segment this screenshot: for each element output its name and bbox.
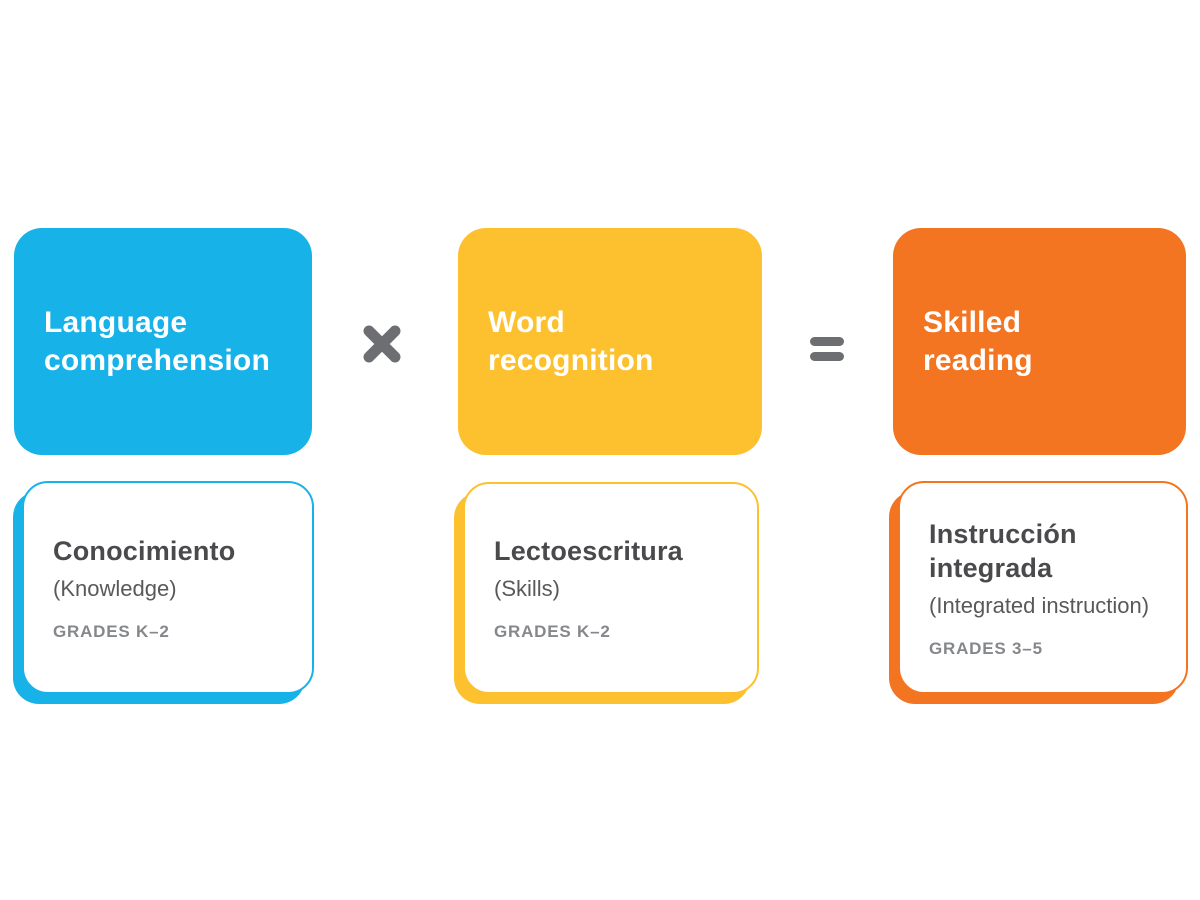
program-card-body: Conocimiento (Knowledge) GRADES K–2 [22, 481, 314, 694]
program-subtitle: (Skills) [494, 576, 560, 601]
program-card-lectoescritura: Lectoescritura (Skills) GRADES K–2 [454, 482, 759, 704]
multiply-operator [361, 323, 403, 365]
program-grades: GRADES K–2 [53, 621, 170, 641]
equation-card-word-recognition: Word recognition [458, 228, 762, 455]
program-subtitle: (Integrated instruction) [929, 592, 1150, 618]
equals-icon [810, 337, 844, 361]
equation-card-title: Word recognition [488, 305, 654, 377]
program-grades: GRADES K–2 [494, 622, 611, 641]
program-card-instruccion-integrada: Instrucción integrada (Integrated instru… [889, 481, 1188, 704]
multiply-icon [363, 325, 401, 363]
equation-card-title: Language comprehension [44, 305, 270, 377]
equation-card-skilled-reading: Skilled reading [893, 228, 1186, 455]
program-card-body: Instrucción integrada (Integrated instru… [898, 481, 1188, 694]
program-title: Instrucción integrada [929, 518, 1077, 583]
program-card-conocimiento: Conocimiento (Knowledge) GRADES K–2 [13, 481, 314, 704]
equation-card-title: Skilled reading [923, 305, 1033, 377]
program-grades: GRADES 3–5 [929, 638, 1043, 658]
equals-operator [810, 337, 844, 361]
program-subtitle: (Knowledge) [53, 575, 177, 601]
equation-card-language-comprehension: Language comprehension [14, 228, 312, 455]
program-title: Conocimiento [53, 535, 236, 566]
program-card-body: Lectoescritura (Skills) GRADES K–2 [463, 482, 759, 694]
program-title: Lectoescritura [494, 536, 683, 566]
